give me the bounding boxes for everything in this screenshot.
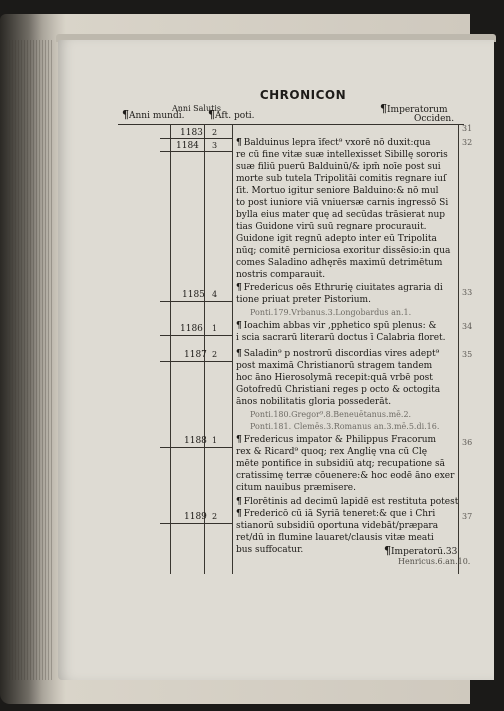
header-anni-salutis: Anni Salutis <box>172 104 222 113</box>
text-line: post maximā Christianorū stragem tandem <box>236 361 433 371</box>
row-rule <box>160 138 232 139</box>
header-anni-mundi-label: Anni mundi. <box>129 111 185 121</box>
text-line: suæ filiū puerū Balduinū/& ipm̄ noīe pos… <box>236 162 441 172</box>
text-line: ſit. Mortuo igitur seniore Balduino:& nō… <box>236 186 439 196</box>
text-line: ret/dū in flumine lauaret/clausis vitæ m… <box>236 533 434 543</box>
row-rule <box>160 151 232 152</box>
header-ast-poti: ¶Aft. poti. <box>208 108 255 121</box>
column-rule-3 <box>232 124 233 574</box>
text-line: Fredericus impator & Philippus Fracorum <box>236 434 458 446</box>
count-cell: 1 <box>212 436 218 445</box>
text-line: nūq; comitē perniciosa exoritur dissēsio… <box>236 246 451 256</box>
margin-number: 34 <box>462 322 473 331</box>
text-line: re cū fine vitæ suæ intellexisset Sibill… <box>236 150 448 160</box>
text-line: morte sub tutela Tripolitāi comitis regn… <box>236 174 447 184</box>
text-line: citum nauibus præmisere. <box>236 483 356 493</box>
text-line: tione priuat preter Pistorium. <box>236 295 371 305</box>
text-line: tias Guidone virū suū regnare procurauit… <box>236 222 427 232</box>
text-line: Ioachim abbas vir ,pphetico spū plenus: … <box>236 320 458 332</box>
row-rule <box>160 447 232 448</box>
margin-number: 31 <box>462 124 473 133</box>
text-line: nostris comparauit. <box>236 270 326 280</box>
pilcrow-icon: ¶ <box>380 102 387 115</box>
header-anni-mundi: ¶Anni mundi. <box>122 108 184 121</box>
header-ast-poti-label: Aft. poti. <box>215 111 255 121</box>
text-line: Saladin⁹ p nostrorū discordias vires ade… <box>236 348 458 360</box>
column-rule-1 <box>170 124 171 574</box>
running-head: CHRONICON <box>259 88 347 102</box>
year-cell: 1185 <box>182 290 205 300</box>
footer-henricus: Henricus.6.an.10. <box>398 557 471 566</box>
text-line: stianorū subsidiū oportuna videbāt/præpa… <box>236 521 439 531</box>
column-rule-4 <box>458 124 459 574</box>
count-cell: 4 <box>212 290 218 299</box>
margin-number: 32 <box>462 138 473 147</box>
footer-imperatorum-label: Imperatorū.33 <box>391 547 458 557</box>
pilcrow-icon: ¶ <box>122 108 129 121</box>
pontiff-line: Ponti.181. Clemēs.3.Romanus an.3.mē.5.di… <box>250 422 440 431</box>
count-cell: 2 <box>212 512 218 521</box>
text-line: hoc āno Hierosolymā recepit:quā vrbē pos… <box>236 373 433 383</box>
text-line: ānos nobilitatis gloria possederāt. <box>236 397 392 407</box>
row-rule <box>160 523 232 524</box>
margin-number: 37 <box>462 512 473 521</box>
count-cell: 2 <box>212 128 218 137</box>
row-rule <box>160 361 232 362</box>
text-line: Balduinus lepra īfect⁹ vxorē nō duxit:qu… <box>236 137 458 149</box>
text-line: Guidone igit regnū adepto inter eū Tripo… <box>236 234 437 244</box>
text-line: to post iuniore viā vniuersæ carnis ingr… <box>236 198 449 208</box>
text-line: Fredericō cū iā Syriā teneret:& que i Ch… <box>236 508 458 520</box>
text-line: Fredericus oēs Ethrurię ciuitates agrari… <box>236 282 458 294</box>
text-line: bus suffocatur. <box>236 545 304 555</box>
year-cell: 1189 <box>184 512 207 522</box>
header-imperatorum-label: Imperatorum <box>387 105 448 115</box>
year-cell: 1186 <box>180 324 203 334</box>
header-rule <box>118 124 464 125</box>
text-line: bylla eius mater quę ad secūdas trāsiera… <box>236 210 446 220</box>
pontiff-line: Ponti.179.Vrbanus.3.Longobardus an.1. <box>250 308 412 317</box>
text-line: Florētinis ad decimū lapidē est restitut… <box>236 496 458 508</box>
year-cell: 1184 <box>176 141 199 151</box>
page-top-edge <box>56 34 496 42</box>
count-cell: 3 <box>212 141 218 150</box>
text-line: cratissimę terræ cōuenere:& hoc eodē āno… <box>236 471 455 481</box>
text-line: rex & Ricard⁹ quoq; rex Anglię vna cū Cl… <box>236 447 428 457</box>
row-rule <box>160 335 232 336</box>
year-cell: 1188 <box>184 436 207 446</box>
count-cell: 1 <box>212 324 218 333</box>
text-line: mēte pontifice in subsidiū atq; recupati… <box>236 459 445 469</box>
margin-number: 35 <box>462 350 473 359</box>
text-line: i scia sacrarū literarū doctus ī Calabri… <box>236 333 446 343</box>
header-imperatorum: ¶Imperatorum <box>380 102 448 115</box>
margin-number: 36 <box>462 438 473 447</box>
year-cell: 1183 <box>180 128 203 138</box>
pontiff-line: Ponti.180.Gregor⁹.8.Beneuētanus.mē.2. <box>250 410 412 419</box>
header-occiden: Occiden. <box>414 114 455 124</box>
text-line: comes Saladino adhęrēs maximū detrimētum <box>236 258 443 268</box>
count-cell: 2 <box>212 350 218 359</box>
row-rule <box>160 301 232 302</box>
pilcrow-icon: ¶ <box>208 108 215 121</box>
footer-imperatorum: ¶Imperatorū.33 <box>384 544 457 557</box>
year-cell: 1187 <box>184 350 207 360</box>
text-line: Gotofredū Christiani reges p octo & octo… <box>236 385 441 395</box>
pilcrow-icon: ¶ <box>384 544 391 557</box>
page-edges <box>6 40 54 680</box>
column-rule-2 <box>204 124 205 574</box>
margin-number: 33 <box>462 288 473 297</box>
